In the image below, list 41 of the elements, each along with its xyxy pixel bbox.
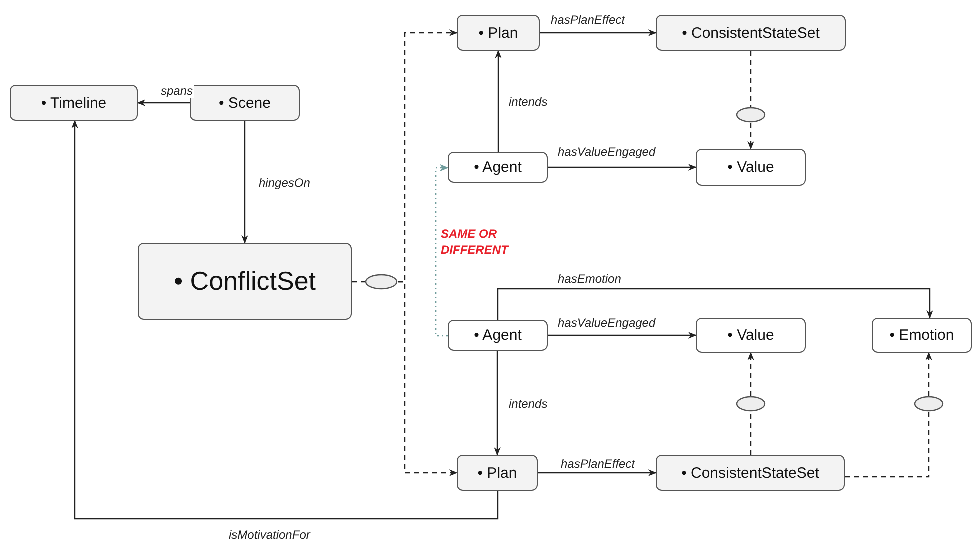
class-box: • Value [696,149,806,186]
edge-label: hasValueEngaged [557,316,657,330]
arrow [540,30,657,36]
class-box: • Value [696,318,806,353]
class-box: • Timeline [10,85,138,121]
edge-label: hasValueEngaged [557,145,657,159]
edge-label: intends [508,95,549,109]
class-box: • Plan [457,455,538,491]
ellipse-node [736,107,766,123]
ellipse-node [365,274,398,290]
dashed-arrow [435,164,449,337]
class-box: • ConflictSet [138,243,352,320]
arrow [72,120,499,520]
edge-label: hasPlanEffect [550,13,626,27]
edge-label: spans [160,84,194,98]
arrow [538,470,657,476]
edge-label: hasEmotion [557,272,622,286]
class-box: • Plan [457,15,540,51]
ellipse-node [914,396,944,412]
arrow [495,50,502,152]
arrow [548,164,697,171]
edge-label: hasPlanEffect [560,457,636,471]
dashed-arrow [398,281,458,476]
dashed-arrow [748,123,754,150]
arrow [497,288,934,320]
edge-label: isMotivationFor [228,528,312,542]
dashed-arrow [748,352,754,396]
ellipse-node [736,396,766,412]
edge-label: hingesOn [258,176,312,190]
class-box: • Agent [448,320,548,351]
arrow [242,121,248,244]
note-text: SAME OR DIFFERENT [441,226,510,258]
class-box: • ConsistentStateSet [656,15,846,51]
arrow [137,100,190,106]
class-box: • Emotion [872,318,972,353]
class-box: • ConsistentStateSet [656,455,845,491]
edge-label: intends [508,397,549,411]
dashed-arrow [926,352,932,396]
arrow [548,332,697,339]
arrow [494,351,501,456]
class-box: • Agent [448,152,548,183]
